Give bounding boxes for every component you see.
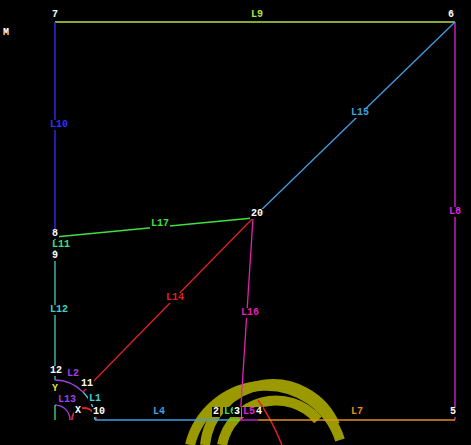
- line-label: L11: [51, 240, 71, 250]
- line-label: L10: [49, 120, 69, 130]
- line-label: L2: [66, 369, 80, 379]
- line-label: L8: [448, 207, 462, 217]
- keypoint-number: 20: [250, 209, 264, 219]
- line-label: L4: [152, 407, 166, 417]
- line-L7: [258, 419, 455, 420]
- line-label: L5: [242, 407, 256, 417]
- axis-label: Y: [51, 384, 59, 394]
- line-L16: [240, 218, 253, 420]
- line-L15: [253, 22, 455, 218]
- line-label: L9: [250, 10, 264, 20]
- keypoint-number: 5: [449, 407, 457, 417]
- line-label: L17: [150, 219, 170, 229]
- line-L13: [55, 405, 70, 420]
- line-L4: [95, 419, 228, 420]
- axis-label: X: [74, 406, 82, 416]
- line-L12: [54, 252, 55, 380]
- line-label: L15: [350, 108, 370, 118]
- view-label: M: [2, 28, 10, 38]
- line-L17: [55, 218, 253, 237]
- keypoint-number: 12: [49, 366, 63, 376]
- line-L5: [240, 419, 258, 420]
- line-label: L12: [49, 305, 69, 315]
- keypoint-number: 3: [233, 407, 241, 417]
- keypoint-number: 8: [51, 229, 59, 239]
- keypoint-number: 4: [255, 407, 263, 417]
- line-L2: [55, 380, 83, 392]
- keypoint-number: 2: [212, 407, 220, 417]
- keypoint-number: 6: [447, 10, 455, 20]
- keypoint-number: 11: [80, 379, 94, 389]
- line-label: L13: [57, 395, 77, 405]
- line-L8: [454, 22, 455, 420]
- keypoint-number: 9: [51, 251, 59, 261]
- line-label: L7: [350, 407, 364, 417]
- line-L6: [228, 419, 240, 420]
- line-axis: [54, 405, 55, 420]
- watermark: [190, 384, 340, 445]
- line-L14: [83, 218, 253, 392]
- keypoint-number: 7: [51, 10, 59, 20]
- line-L9: [55, 21, 455, 22]
- keypoint-number: 10: [92, 407, 106, 417]
- line-label: L1: [88, 394, 102, 404]
- line-label: L16: [240, 308, 260, 318]
- line-label: L14: [165, 293, 185, 303]
